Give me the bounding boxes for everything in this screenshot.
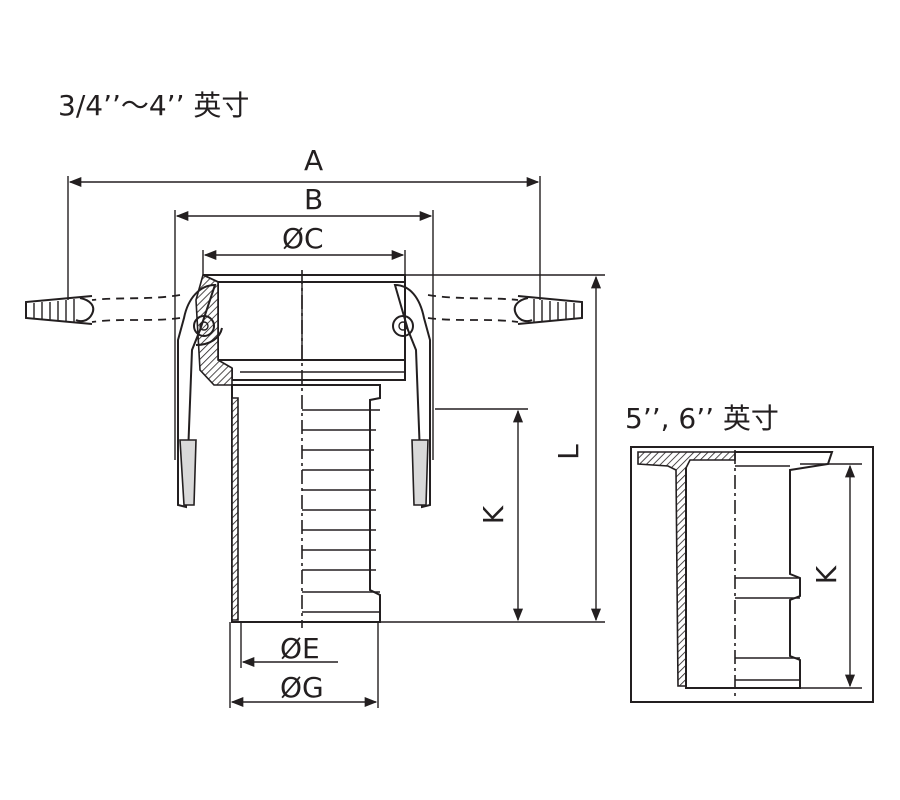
dimension-b-label: B	[304, 183, 323, 216]
dimension-l: L	[380, 274, 605, 623]
dimension-k-label: K	[477, 505, 510, 524]
dimension-l-label: L	[552, 444, 585, 460]
dimension-e: ØE	[240, 622, 338, 668]
coupling-main-view	[195, 270, 406, 628]
dimension-k: K	[435, 408, 528, 622]
dimension-a-label: A	[304, 144, 323, 177]
main-title: 3/4’’～4’’ 英寸	[58, 89, 249, 122]
dimension-c: ØC	[202, 222, 406, 280]
inset-title: 5’’, 6’’ 英寸	[625, 402, 779, 435]
dimension-b: B	[174, 183, 434, 460]
inset-dimension-k-label: K	[810, 565, 843, 584]
dimension-a: A	[67, 144, 541, 300]
dimension-c-label: ØC	[282, 222, 324, 255]
right-cam-lever	[392, 283, 431, 509]
dimension-e-label: ØE	[280, 632, 320, 665]
dimension-g-label: ØG	[280, 671, 324, 704]
dimension-g: ØG	[229, 622, 379, 708]
left-cam-lever	[177, 283, 223, 509]
inset-section-view: K	[630, 446, 874, 703]
inset-frame	[630, 446, 874, 703]
levers-open-phantom	[25, 294, 583, 325]
